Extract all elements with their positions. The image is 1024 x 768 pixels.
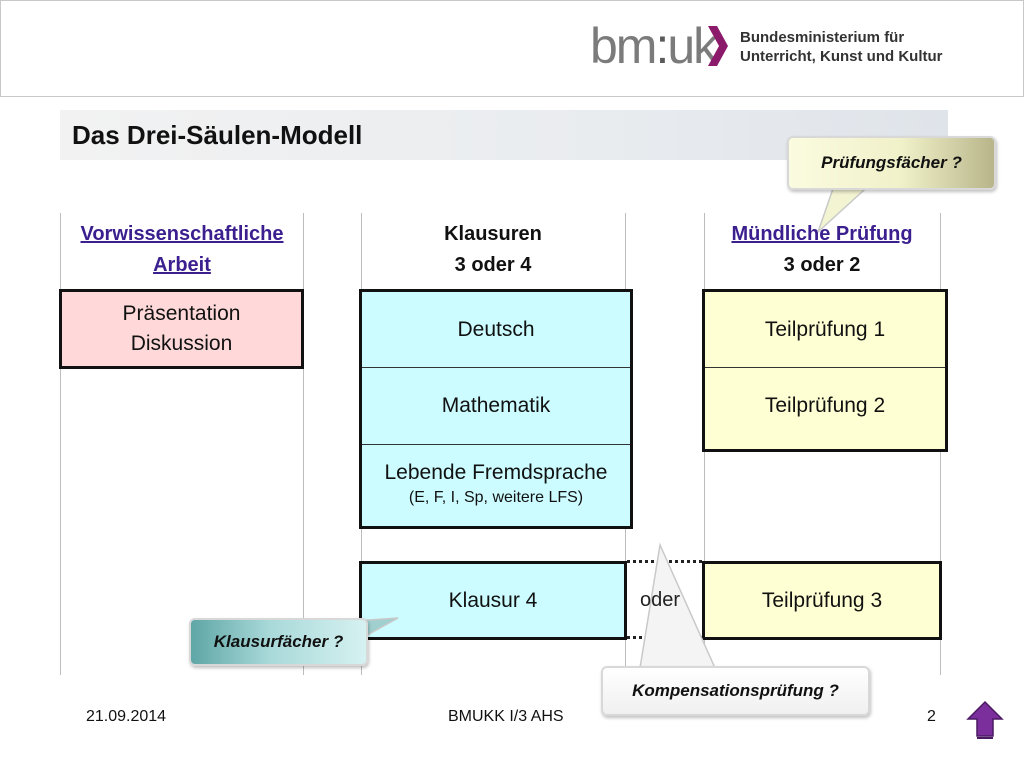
pruefungsfaecher-text: Prüfungsfächer ? [821, 153, 962, 172]
teilpruefung-item: Teilprüfung 2 [705, 368, 945, 443]
vwa-heading-link-2[interactable]: Arbeit [153, 254, 211, 276]
ministry-line-2: Unterricht, Kunst und Kultur [740, 48, 943, 65]
ministry-line-1: Bundesministerium für [740, 29, 905, 46]
pruefungsfaecher-callout[interactable]: Prüfungsfächer ? [787, 136, 996, 190]
teilpruefung-3-label: Teilprüfung 3 [761, 588, 883, 612]
vwa-presentation-box: Präsentation Diskussion [59, 289, 304, 369]
oder-label: oder [640, 589, 681, 611]
header-bar [0, 0, 1024, 97]
column-divider [303, 213, 304, 675]
muendlich-heading[interactable]: Mündliche Prüfung 3 oder 2 [705, 219, 939, 281]
page-title: Das Drei-Säulen-Modell [72, 120, 363, 150]
teilpruefung-item: Teilprüfung 1 [705, 292, 945, 368]
muendlich-stack: Teilprüfung 1 Teilprüfung 2 [702, 289, 948, 452]
ministry-name: Bundesministerium für Unterricht, Kunst … [740, 28, 943, 66]
muendlich-heading-count: 3 oder 2 [783, 254, 861, 276]
klausur-4-box: Klausur 4 [359, 561, 627, 640]
klausur-item: Deutsch [362, 292, 630, 368]
column-divider [60, 213, 61, 675]
up-arrow-icon[interactable] [966, 700, 1004, 740]
teilpruefung-3-box: Teilprüfung 3 [702, 561, 942, 640]
kompensation-callout[interactable]: Kompensationsprüfung ? [601, 666, 870, 716]
footer-date: 21.09.2014 [86, 708, 167, 725]
footer-center: BMUKK I/3 AHS [448, 708, 564, 725]
klausuren-heading-title: Klausuren [444, 223, 542, 245]
logo-mark-part: bm [590, 18, 657, 74]
klausur-item-label: Deutsch [457, 317, 535, 341]
klausur-item: Mathematik [362, 368, 630, 445]
klausuren-heading-count: 3 oder 4 [454, 254, 532, 276]
teilpruefung-label: Teilprüfung 2 [764, 393, 886, 417]
klausur-4-label: Klausur 4 [448, 588, 538, 612]
kompensation-text: Kompensationsprüfung ? [632, 681, 839, 700]
klausur-item-note: (E, F, I, Sp, weitere LFS) [408, 488, 584, 506]
teilpruefung-label: Teilprüfung 1 [764, 317, 886, 341]
page-number: 2 [927, 708, 936, 725]
klausur-item: Lebende Fremdsprache (E, F, I, Sp, weite… [362, 445, 630, 520]
logo-mark-colon: : [655, 18, 669, 74]
klausurfaecher-callout[interactable]: Klausurfächer ? [189, 618, 368, 666]
vwa-box-line-2: Diskussion [130, 332, 233, 355]
logo-chevron-icon [708, 26, 728, 66]
klausur-item-label: Mathematik [441, 394, 551, 417]
title-bar: Das Drei-Säulen-Modell [60, 110, 948, 160]
klausuren-heading: Klausuren 3 oder 4 [362, 219, 624, 281]
vwa-box-line-1: Präsentation [122, 302, 241, 325]
vwa-heading[interactable]: Vorwissenschaftliche Arbeit [62, 219, 302, 281]
klausuren-stack: Deutsch Mathematik Lebende Fremdsprache … [359, 289, 633, 529]
klausur-item-label: Lebende Fremdsprache [384, 460, 608, 484]
vwa-heading-link-1[interactable]: Vorwissenschaftliche [80, 223, 284, 245]
klausurfaecher-text: Klausurfächer ? [213, 632, 344, 651]
muendlich-heading-link[interactable]: Mündliche Prüfung [731, 223, 913, 245]
